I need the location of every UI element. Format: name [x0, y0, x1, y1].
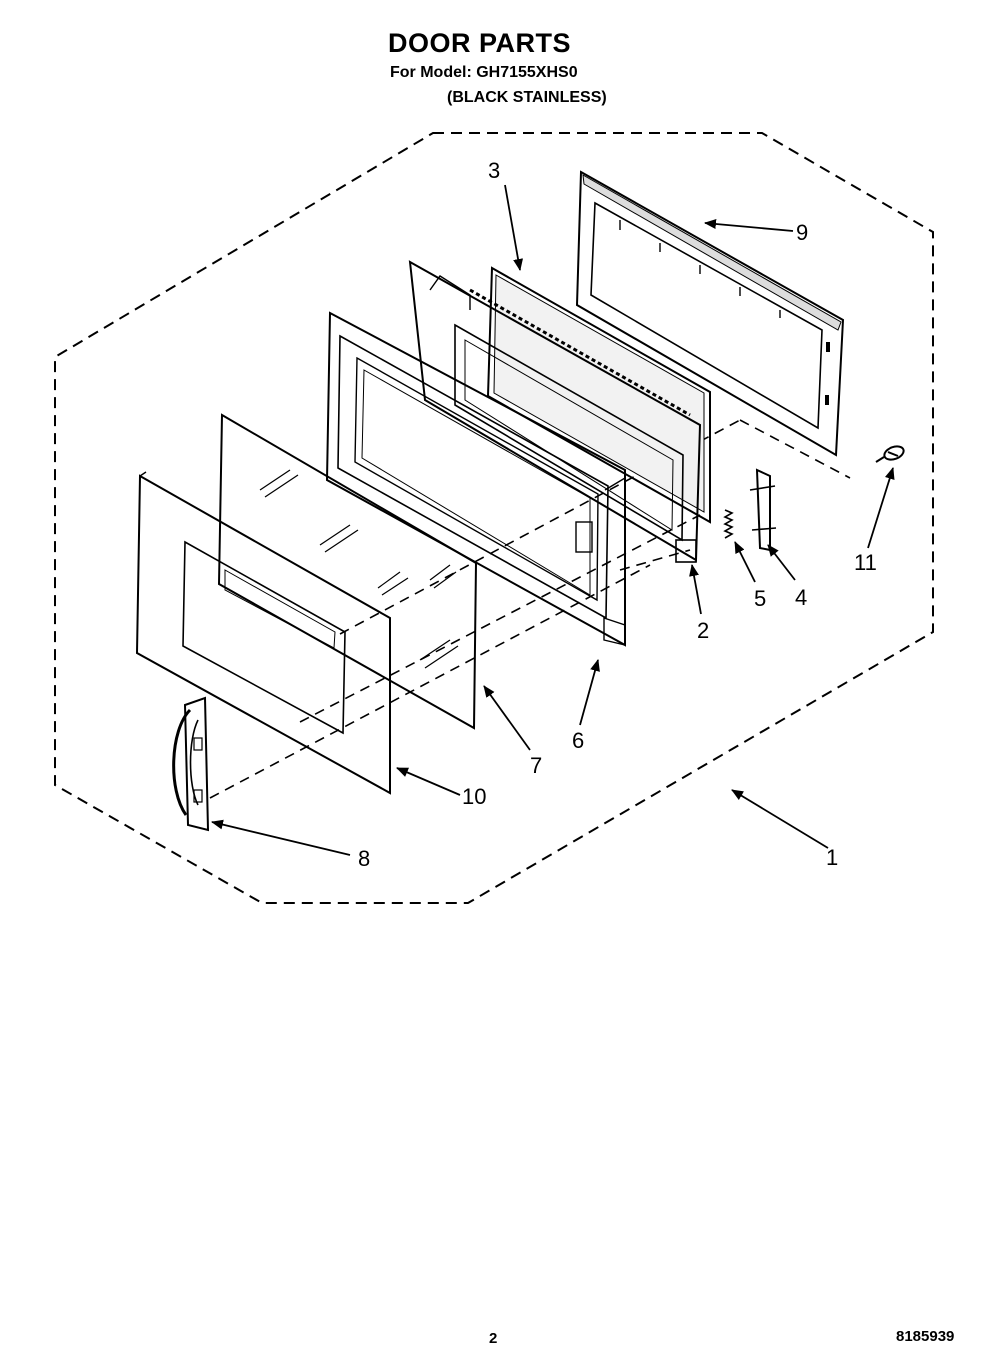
- choke-frame-part-9: [575, 170, 845, 457]
- document-number: 8185939: [896, 1328, 955, 1345]
- door-frame-part-6: [325, 311, 626, 647]
- callout-3: 3: [488, 158, 500, 183]
- door-handle-part-8: [172, 696, 210, 832]
- callout-labels: 1 2 3 4 5 6 7 8 9 10 11: [358, 158, 877, 871]
- outer-door-panel-part-10: [135, 471, 391, 795]
- callout-5: 5: [754, 586, 766, 611]
- callout-10: 10: [462, 784, 486, 809]
- callout-4: 4: [795, 585, 807, 610]
- callout-7: 7: [530, 753, 542, 778]
- leader-lines: [211, 184, 895, 856]
- screw-part-11: [875, 445, 905, 463]
- model-number: For Model: GH7155XHS0: [390, 64, 578, 81]
- inner-door-part-2: [408, 260, 702, 563]
- assembly-boundary: [54, 132, 934, 904]
- spring-part-5: [723, 509, 734, 539]
- latch-part-4: [749, 468, 777, 552]
- callout-6: 6: [572, 728, 584, 753]
- alignment-lines: [209, 419, 851, 799]
- glass-window-part-7: [217, 413, 478, 730]
- callout-9: 9: [796, 220, 808, 245]
- door-screen-part-3: [486, 266, 711, 524]
- callout-11: 11: [854, 550, 877, 575]
- page-number: 2: [489, 1330, 498, 1347]
- callout-8: 8: [358, 846, 370, 871]
- page-title: DOOR PARTS: [388, 28, 572, 58]
- callout-2: 2: [697, 618, 709, 643]
- model-variant: (BLACK STAINLESS): [447, 89, 607, 106]
- callout-1: 1: [826, 845, 838, 870]
